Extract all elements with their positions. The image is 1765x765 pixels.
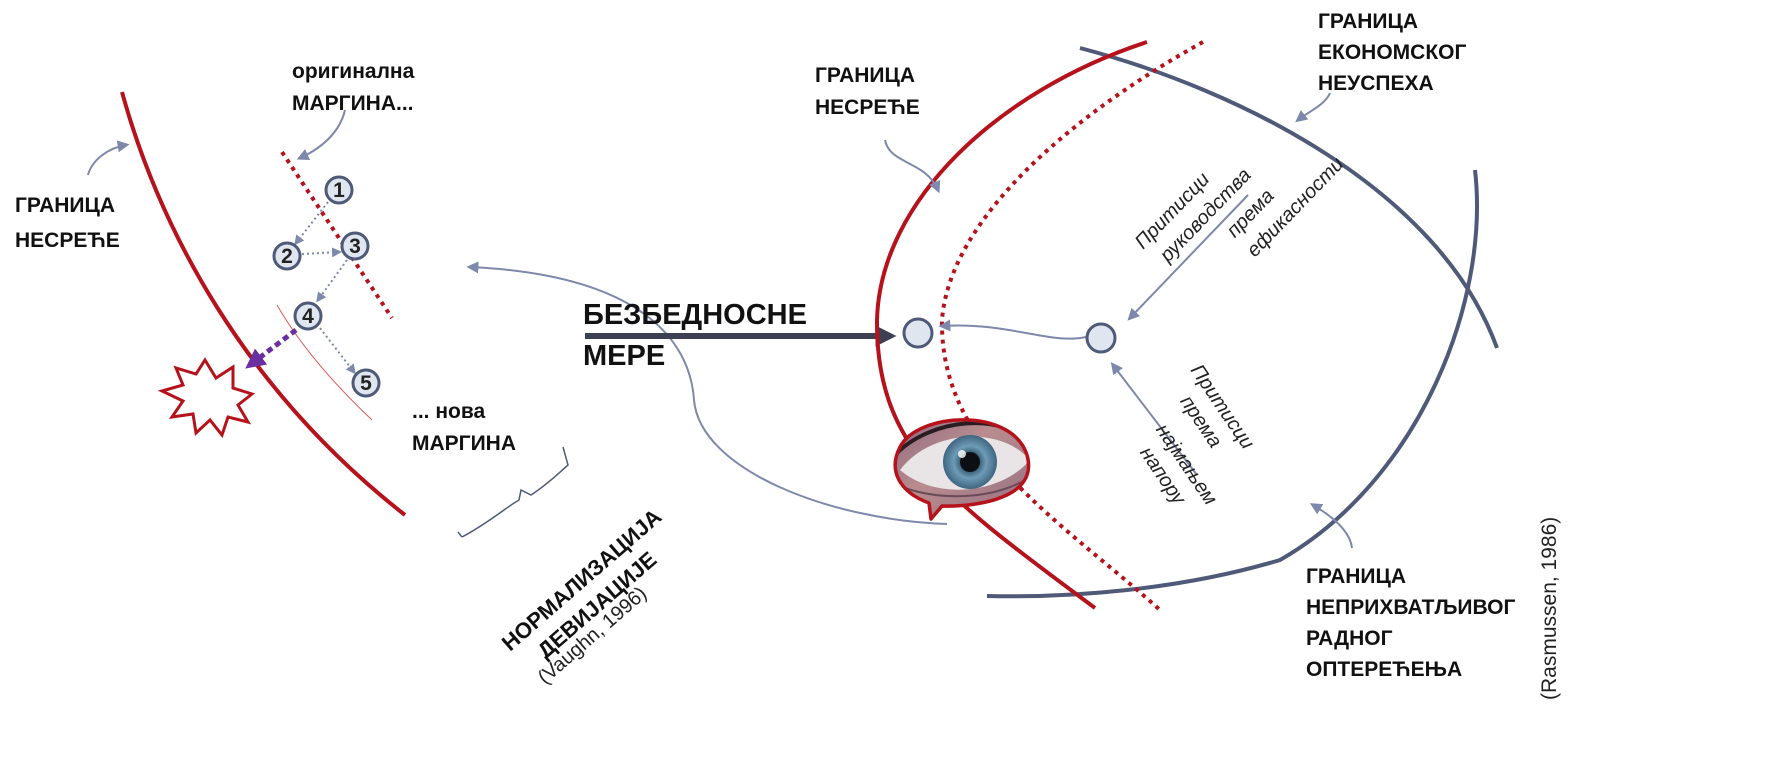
step-connector-1-2 [294,201,329,246]
step-5: 5 [351,368,381,398]
step-2: 2 [272,241,302,271]
operating-point-connector [938,319,1087,340]
eye-icon [893,418,1031,521]
original-margin-line [280,150,394,320]
effort-pressure-arrow [1110,362,1198,476]
unacceptable-workload-label: ГРАНИЦА НЕПРИХВАТЉИВОГ РАДНОГ ОПТЕРЕЋЕЊА [1306,565,1521,681]
svg-text:3: 3 [349,235,361,258]
svg-text:2: 2 [281,245,293,268]
management-pressure-arrow [1127,194,1249,321]
left-panel: ГРАНИЦА НЕСРЕЋЕ оригинална МАРГИНА... ..… [15,60,690,689]
step-connector-4-5 [319,327,356,375]
feedback-curve [466,261,948,525]
left-accident-boundary-label: ГРАНИЦА НЕСРЕЋЕ [15,194,121,252]
step-connector-3-4 [316,259,348,303]
svg-text:4: 4 [302,305,314,328]
accident-boundary-curve-right [874,40,1148,610]
deviation-arrow [245,328,298,369]
accident-boundary-curve-left [120,91,407,517]
svg-text:1: 1 [333,179,345,202]
explosion-icon [157,357,256,439]
center-panel: БЕЗБЕДНОСНЕ МЕРЕ [466,261,948,525]
rasmussen-citation: (Rasmussen, 1986) [1538,517,1561,700]
normalization-label: НОРМАЛИЗАЦИЈА ДЕВИЈАЦИЈЕ [497,500,690,678]
step-4: 4 [293,301,323,331]
step-1: 1 [324,175,354,205]
right-accident-boundary-pointer [884,139,941,194]
boundary-pointer-arrow [87,140,130,176]
original-margin-label: оригинална МАРГИНА... [292,60,420,115]
workload-boundary-pointer [1309,503,1353,549]
normalization-bracket [457,446,569,538]
right-accident-boundary-label: ГРАНИЦА НЕСРЕЋЕ [815,64,921,119]
step-3: 3 [340,231,370,261]
svg-text:5: 5 [360,372,372,395]
operating-point-boundary [902,317,934,349]
safety-margin-dotted-line [939,40,1204,612]
economic-failure-boundary [1079,46,1499,349]
new-margin-label: ... нова МАРГИНА [412,400,516,455]
economic-boundary-pointer [1295,92,1331,123]
step-connectors [294,201,356,375]
economic-failure-label: ГРАНИЦА ЕКОНОМСКОГ НЕУСПЕХА [1318,10,1472,95]
right-panel: ГРАНИЦА НЕСРЕЋЕ ГРАНИЦА ЕКОНОМСКОГ НЕУСП… [815,10,1561,700]
operating-point-current [1085,322,1117,354]
original-margin-pointer-arrow [296,109,346,160]
new-margin-line [276,304,373,421]
unacceptable-workload-boundary [986,169,1479,599]
step-connector-2-3 [301,247,342,258]
effort-pressure-label: Притисци према најмањем напору [1113,360,1276,528]
safety-measures-label: БЕЗБЕДНОСНЕ МЕРЕ [583,299,815,372]
